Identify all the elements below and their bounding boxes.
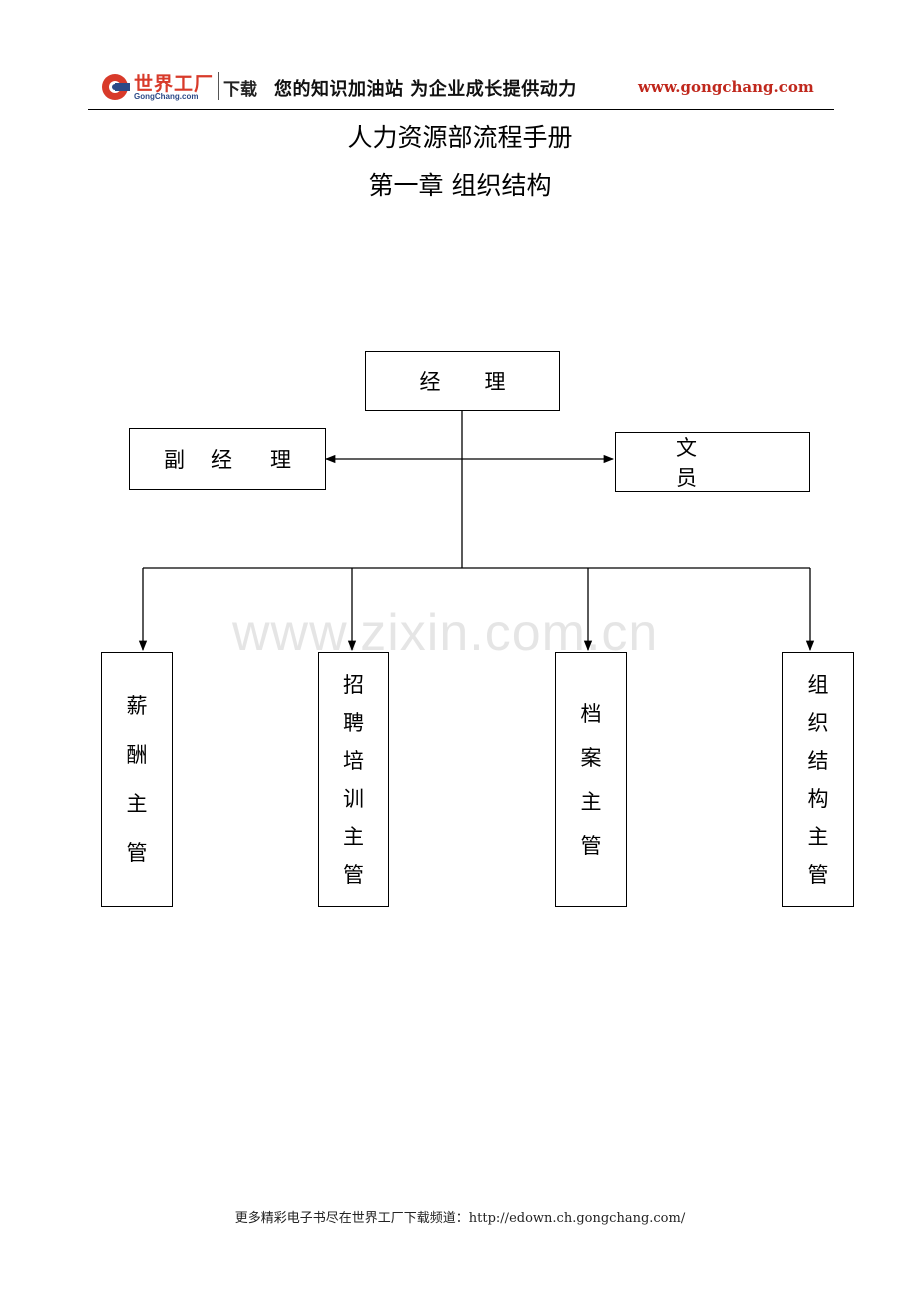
box-char: 主 [807, 824, 829, 849]
gongchang-logo-icon [102, 74, 130, 100]
header-banner: 世界工厂 GongChang.com 下载 您的知识加油站 为企业成长提供动力 … [88, 66, 834, 110]
logo-download-label: 下载 [223, 80, 257, 100]
org-box-org-structure-supervisor: 组 织 结 构 主 管 [782, 652, 854, 907]
box-char: 聘 [343, 710, 364, 735]
deputy-char: 经 [211, 448, 232, 472]
deputy-char: 理 [270, 448, 291, 472]
footer-text[interactable]: 更多精彩电子书尽在世界工厂下载频道：http://edown.ch.gongch… [234, 1211, 686, 1226]
box-char: 案 [580, 745, 602, 770]
box-char: 档 [580, 701, 602, 726]
box-char: 管 [807, 862, 829, 887]
box-char: 管 [580, 833, 602, 858]
header-url-link[interactable]: www.gongchang.com [638, 78, 814, 96]
box-char: 主 [126, 791, 148, 816]
box-char: 训 [343, 786, 364, 811]
org-box-clerk: 文员 [615, 432, 810, 492]
box-char: 主 [580, 789, 602, 814]
document-title: 人力资源部流程手册 [347, 123, 573, 152]
logo-text: 世界工厂 [134, 73, 215, 95]
box-char: 管 [343, 862, 364, 887]
box-char: 招 [343, 672, 364, 697]
deputy-label: 副经理 [164, 444, 291, 474]
org-box-deputy-manager: 副经理 [129, 428, 326, 490]
box-char: 主 [343, 824, 364, 849]
org-box-archive-supervisor: 档 案 主 管 [555, 652, 627, 907]
box-char: 培 [343, 748, 364, 773]
header-slogan: 您的知识加油站 为企业成长提供动力 [274, 79, 577, 100]
box-char: 构 [807, 786, 829, 811]
box-char: 织 [807, 710, 829, 735]
logo-subtext: GongChang.com [134, 92, 199, 101]
org-box-recruitment-training-supervisor: 招 聘 培 训 主 管 [318, 652, 389, 907]
box-char: 管 [126, 840, 148, 865]
org-box-salary-supervisor: 薪 酬 主 管 [101, 652, 173, 907]
box-char: 酬 [126, 742, 148, 767]
box-char: 结 [807, 748, 829, 773]
org-box-manager: 经理 [365, 351, 560, 411]
box-char: 组 [807, 672, 829, 697]
deputy-char: 副 [164, 448, 185, 472]
logo-divider [218, 72, 219, 100]
header-divider [88, 109, 834, 110]
chapter-title: 第一章 组织结构 [368, 171, 552, 200]
box-char: 薪 [126, 693, 148, 718]
